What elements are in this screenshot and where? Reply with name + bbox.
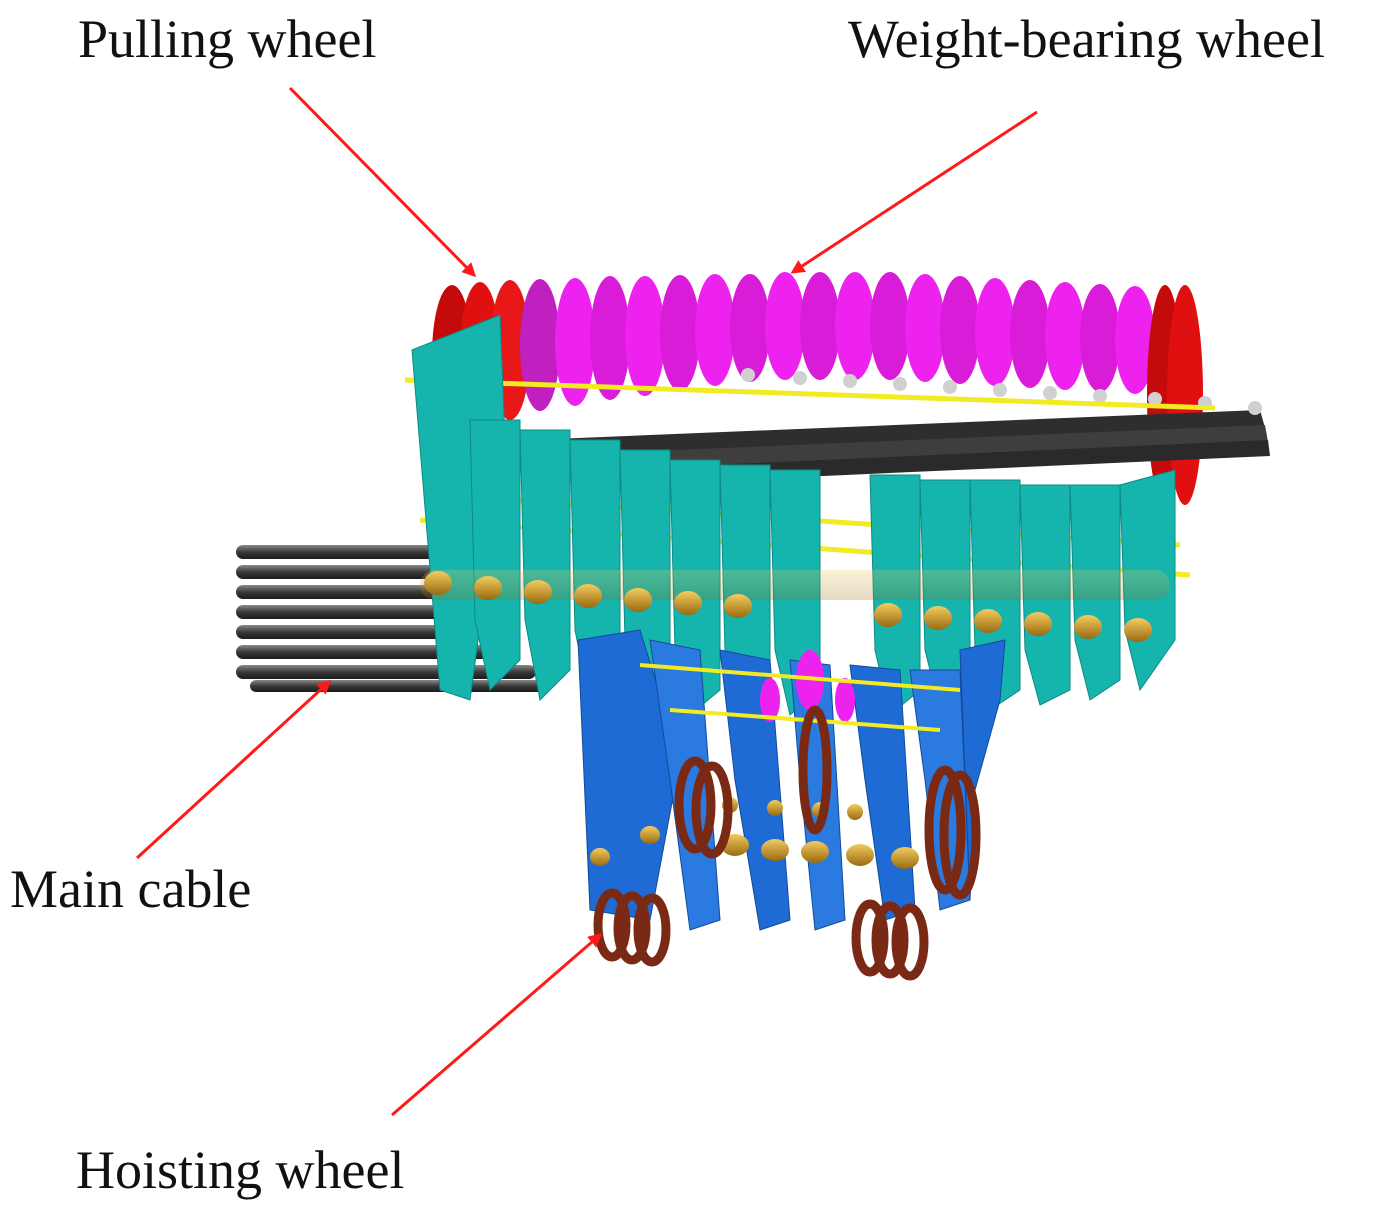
arrow-pulling-wheel: [288, 86, 477, 278]
annotation-arrows: [135, 86, 1038, 1117]
label-main-cable: Main cable: [10, 859, 252, 919]
label-hoisting-wheel: Hoisting wheel: [76, 1140, 405, 1200]
hoisting-wheels: [593, 705, 981, 981]
hoist-frame: [577, 629, 1006, 931]
label-pulling-wheel: Pulling wheel: [78, 9, 377, 69]
arrow-weight-bearing-wheel: [790, 110, 1038, 274]
arrow-main-cable: [135, 679, 332, 860]
gold-pins: [420, 570, 1170, 642]
label-weight-bearing-wheel: Weight-bearing wheel: [848, 9, 1325, 69]
arrow-hoisting-wheel: [391, 933, 603, 1117]
